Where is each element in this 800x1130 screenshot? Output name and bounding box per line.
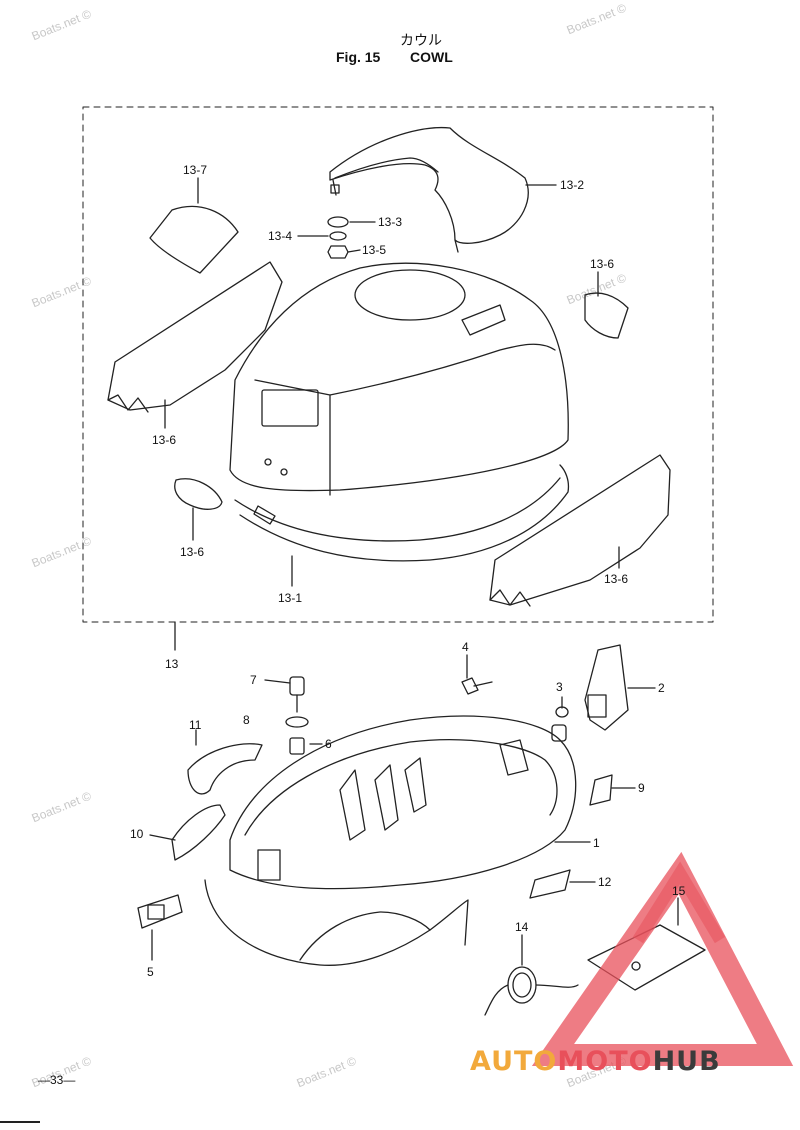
logo-part-auto: AUTO [470,1046,558,1077]
figure-number: Fig. 15 [336,49,381,65]
label-11: 11 [189,718,202,732]
cowl-latch [253,505,276,525]
label-15: 15 [672,884,686,898]
label-13-5: 13-5 [362,243,387,257]
label-13-6-left: 13-6 [152,433,177,447]
cowl-window [261,389,319,427]
label-4: 4 [462,640,469,654]
title-japanese: カウル [400,33,442,49]
screw-7-head [289,676,305,696]
label-3: 3 [556,680,563,694]
decal-13-6-small-right [584,292,629,339]
top-cover-stud [454,239,459,253]
decal-13-6-left-tear [107,394,149,413]
washer-6 [285,716,309,728]
label-13-6-right: 13-6 [604,572,629,586]
plate-15-hole [631,961,641,971]
lower-cowl-rib [374,764,399,831]
decal-13-7 [149,205,239,274]
spring-14-arm [535,984,579,988]
cowl-top-edge [254,343,556,396]
label-13-6-oval: 13-6 [180,545,205,559]
label-10: 10 [130,827,144,841]
cowl-top-opening [354,269,466,321]
bolt-4-shank [473,681,493,687]
lower-cowl-skirt [204,879,469,966]
bolt-4-head [461,677,479,695]
washer-13-3 [327,216,349,228]
lower-cowl-bracket [499,739,529,776]
top-cover-edge [334,157,439,179]
lower-cowl-rib [339,769,366,841]
label-7: 7 [250,673,257,687]
washer-13-4 [329,231,347,241]
lower-cowl-inner [244,739,558,836]
cowl-seal-upper [234,477,561,542]
lower-cowl-rib [404,757,427,813]
logo-part-moto: MOTO [557,1046,653,1077]
grommet-5 [137,894,183,929]
spring-14-coil [512,972,532,998]
leader-10 [149,834,176,841]
leader-7 [264,679,291,684]
label-5: 5 [147,965,154,979]
decal-13-6-right-tear [489,589,531,607]
lower-cowl-1 [229,715,577,890]
pad-9 [589,774,613,806]
label-12: 12 [598,875,612,889]
cowl-handle [461,304,506,336]
cowl-hole [280,468,288,476]
assembly-boundary-box [82,106,714,623]
footer-rule [0,1121,40,1123]
cowl-hole [264,458,272,466]
cowl-13-1 [229,262,569,492]
lower-cowl-skirt-inner [299,911,431,961]
leader-13-5 [347,249,361,253]
bushing-3-body [551,724,567,742]
logo-triangle-icon [531,851,794,1066]
pad-12 [529,869,571,899]
decal-13-6-oval [174,478,223,510]
figure-title: COWL [410,49,453,65]
label-2: 2 [658,681,665,695]
label-13: 13 [165,657,179,671]
collar-6 [289,737,305,755]
decal-13-6-left [107,261,283,411]
label-13-1: 13-1 [278,591,303,605]
label-13-2: 13-2 [560,178,585,192]
lower-cowl-hook [257,849,281,881]
nut-13-5 [327,245,349,259]
label-13-6-small: 13-6 [590,257,615,271]
page-number: —33— [38,1073,76,1087]
latch-2 [584,644,629,731]
seal-8 [187,743,263,795]
label-6: 6 [325,737,332,751]
label-13-7: 13-7 [183,163,208,177]
seal-10 [171,804,226,861]
logo-part-hub: HUB [652,1046,721,1077]
latch-2-body [587,694,607,718]
automotohub-logo: AUTOMOTOHUB [470,1046,721,1077]
label-13-3: 13-3 [378,215,403,229]
decal-13-6-right [489,454,671,606]
label-1: 1 [593,836,600,850]
label-8: 8 [243,713,250,727]
cowl-seal-lower [239,464,570,562]
spring-14-arm [484,984,509,1016]
grommet-5-hole [147,904,165,920]
label-14: 14 [515,920,529,934]
label-13-4: 13-4 [268,229,293,243]
label-9: 9 [638,781,645,795]
top-cover-13-2 [329,126,529,244]
stud-head [330,184,340,194]
